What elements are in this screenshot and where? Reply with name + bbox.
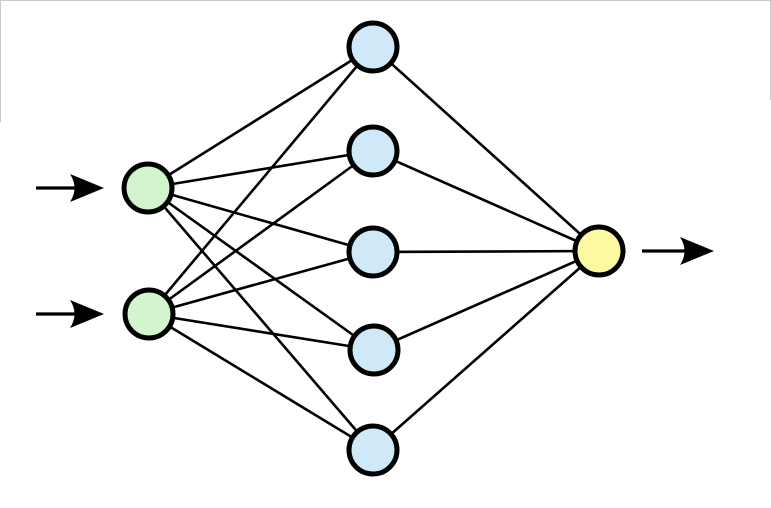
connection-edge xyxy=(148,46,374,315)
window-edge-left xyxy=(0,0,1,122)
output-node xyxy=(572,224,626,278)
input-node xyxy=(122,287,176,341)
connection-edge xyxy=(372,46,600,252)
input-node xyxy=(121,161,175,215)
connection-edge xyxy=(147,149,374,190)
window-edge-top xyxy=(0,0,771,1)
connection-edge xyxy=(147,186,374,254)
connection-edge xyxy=(148,312,375,352)
connection-edge xyxy=(372,249,600,254)
connection-edge xyxy=(147,45,374,190)
hidden-node xyxy=(347,323,401,377)
connection-edge xyxy=(147,186,375,352)
connection-edge xyxy=(148,250,374,316)
connection-edge xyxy=(372,250,600,451)
connection-edge xyxy=(148,312,374,452)
hidden-node xyxy=(346,124,400,178)
hidden-node xyxy=(346,20,400,74)
connection-edge xyxy=(373,249,600,352)
connection-edge xyxy=(147,187,374,451)
input-arrow-2-head xyxy=(70,300,104,328)
hidden-node xyxy=(346,423,400,477)
input-arrow-1-head xyxy=(70,174,104,202)
connection-edge xyxy=(148,149,374,316)
output-arrow-head xyxy=(680,237,714,265)
connection-edge xyxy=(372,149,600,253)
hidden-node xyxy=(346,225,400,279)
